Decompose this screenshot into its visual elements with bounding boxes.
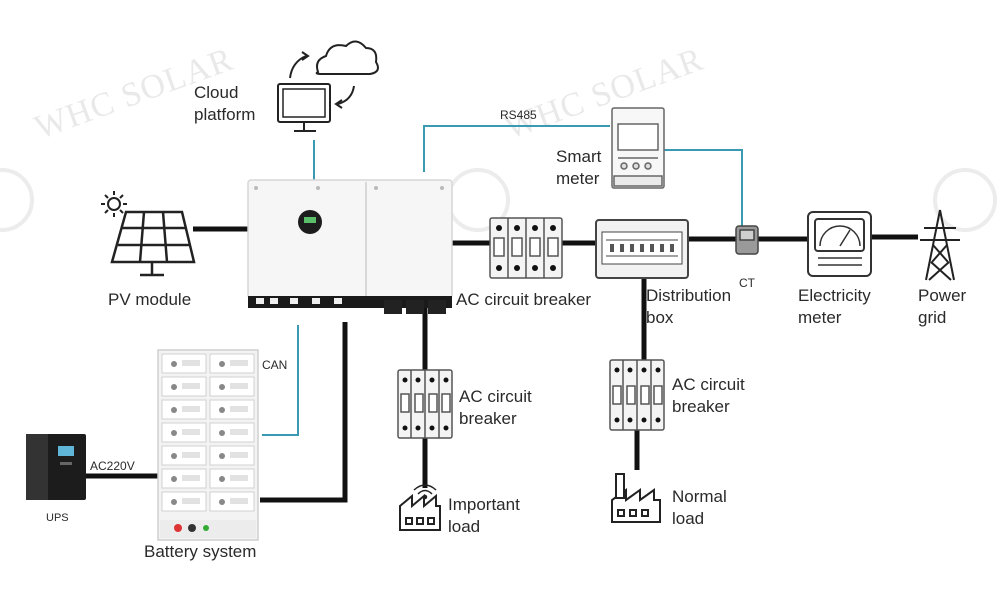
pv-module-label: PV module [108, 290, 192, 309]
breaker-terminals [402, 377, 449, 431]
battery-module-indicator [171, 499, 177, 505]
ups-icon [26, 434, 86, 500]
normal-load-factory-icon [611, 473, 661, 523]
electricity-meter-icon [807, 211, 872, 277]
power-grid-tower-icon [920, 209, 960, 281]
battery-module-indicator [219, 384, 225, 390]
battery-module-panel [182, 383, 200, 389]
battery-system-label: Battery system [144, 542, 257, 561]
distribution-box-switches [610, 244, 674, 252]
battery-module-panel [230, 383, 248, 389]
battery-module-panel [182, 475, 200, 481]
breaker-terminals [614, 367, 661, 423]
battery-module-indicator [219, 499, 225, 505]
cloud-icon [315, 40, 379, 75]
battery-module-indicator [219, 453, 225, 459]
power-grid-label: Power grid [918, 286, 967, 327]
battery-module-indicator [171, 384, 177, 390]
ac220v-label: AC220V [90, 459, 135, 473]
battery-module-panel [182, 429, 200, 435]
battery-module-indicator [171, 476, 177, 482]
communication-lines [262, 125, 743, 436]
battery-module-panel [230, 452, 248, 458]
smart-meter-icon [611, 107, 665, 189]
battery-module-panel [230, 429, 248, 435]
ups-label: UPS [46, 512, 69, 524]
ac-breaker-normal-icon [609, 359, 665, 431]
smart-meter-label: Smart meter [556, 147, 602, 188]
pv-module-icon [110, 210, 196, 277]
battery-module-panel [182, 406, 200, 412]
electricity-meter-label: Electricity meter [798, 286, 871, 327]
ct-sensor-icon [735, 225, 759, 255]
battery-module-indicator [219, 361, 225, 367]
power-lines [86, 226, 918, 503]
monitor-icon [277, 83, 331, 132]
battery-module-panel [230, 498, 248, 504]
ac-breaker-backup-label: AC circuit breaker [459, 387, 532, 428]
distribution-box-label: Distribution box [646, 286, 732, 327]
can-label: CAN [262, 358, 288, 372]
ac-breaker-main-icon [489, 217, 563, 279]
battery-system-icon [157, 349, 259, 541]
battery-module-indicator [171, 407, 177, 413]
sync-arrows-icon [289, 51, 355, 109]
battery-module-panel [182, 498, 200, 504]
battery-module-panel [230, 406, 248, 412]
battery-module-indicator [219, 407, 225, 413]
important-load-factory-icon [399, 493, 441, 531]
rs485-label: RS485 [500, 108, 537, 122]
breaker-terminals [496, 225, 556, 271]
battery-module-panel [230, 360, 248, 366]
ac-breaker-backup-icon [397, 369, 453, 439]
battery-module-panel [230, 475, 248, 481]
important-load-label: Important load [448, 495, 520, 536]
wireless-signal-icon [413, 484, 437, 500]
sun-icon [101, 191, 127, 217]
hybrid-inverter [247, 179, 453, 314]
ac-breaker-normal-label: AC circuit breaker [672, 375, 745, 416]
normal-load-label: Normal load [672, 487, 727, 528]
battery-module-indicator [219, 430, 225, 436]
ct-label: CT [739, 276, 755, 290]
ac-breaker-main-label: AC circuit breaker [456, 290, 592, 309]
battery-module-indicator [171, 453, 177, 459]
battery-module-indicator [171, 361, 177, 367]
battery-module-panel [182, 360, 200, 366]
battery-module-indicator [171, 430, 177, 436]
cloud-platform-label: Cloud platform [194, 83, 256, 124]
battery-module-indicator [219, 476, 225, 482]
battery-module-panel [182, 452, 200, 458]
